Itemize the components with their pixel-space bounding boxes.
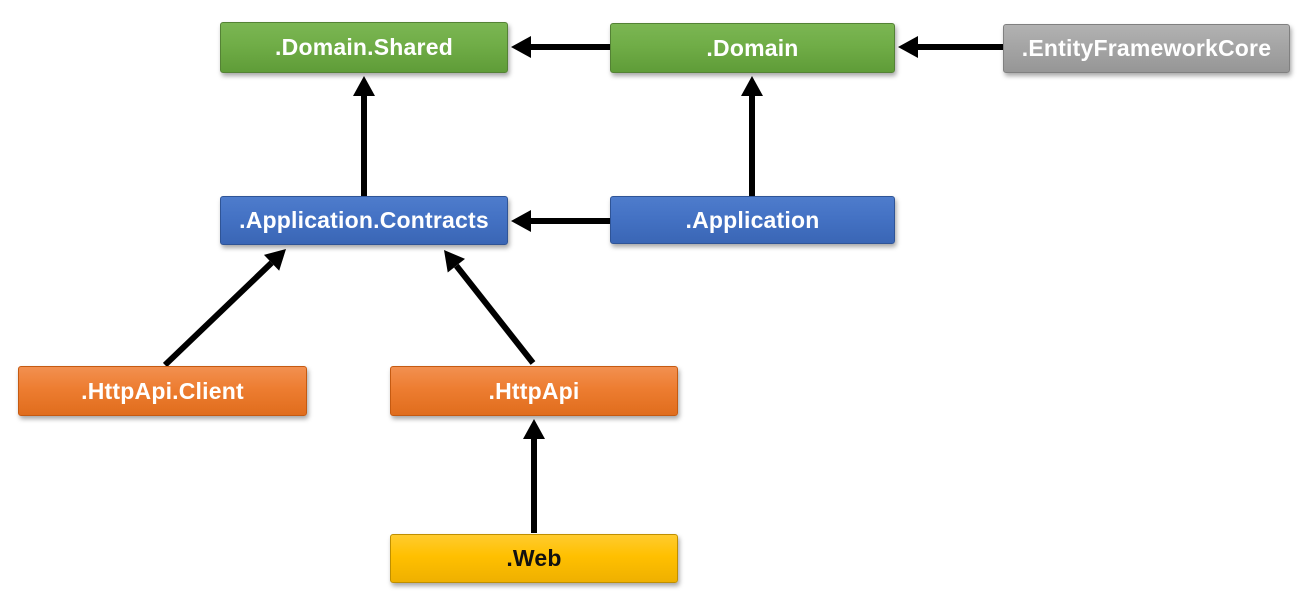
node-label-application: .Application <box>685 206 820 233</box>
node-application: .Application <box>610 196 895 244</box>
node-httpapi-client: .HttpApi.Client <box>18 366 307 416</box>
node-label-httpapi: .HttpApi <box>488 377 580 404</box>
node-httpapi: .HttpApi <box>390 366 678 416</box>
node-label-web: .Web <box>506 545 562 571</box>
node-web: .Web <box>390 534 678 583</box>
node-label-entity-framework-core: .EntityFrameworkCore <box>1021 35 1272 61</box>
node-label-application-contracts: .Application.Contracts <box>239 207 489 233</box>
node-domain-shared: .Domain.Shared <box>220 22 508 73</box>
node-label-httpapi-client: .HttpApi.Client <box>81 377 244 404</box>
node-entity-framework-core: .EntityFrameworkCore <box>1003 24 1290 73</box>
node-domain: .Domain <box>610 23 895 73</box>
node-label-domain: .Domain <box>706 34 799 61</box>
node-label-domain-shared: .Domain.Shared <box>275 34 453 60</box>
node-application-contracts: .Application.Contracts <box>220 196 508 245</box>
